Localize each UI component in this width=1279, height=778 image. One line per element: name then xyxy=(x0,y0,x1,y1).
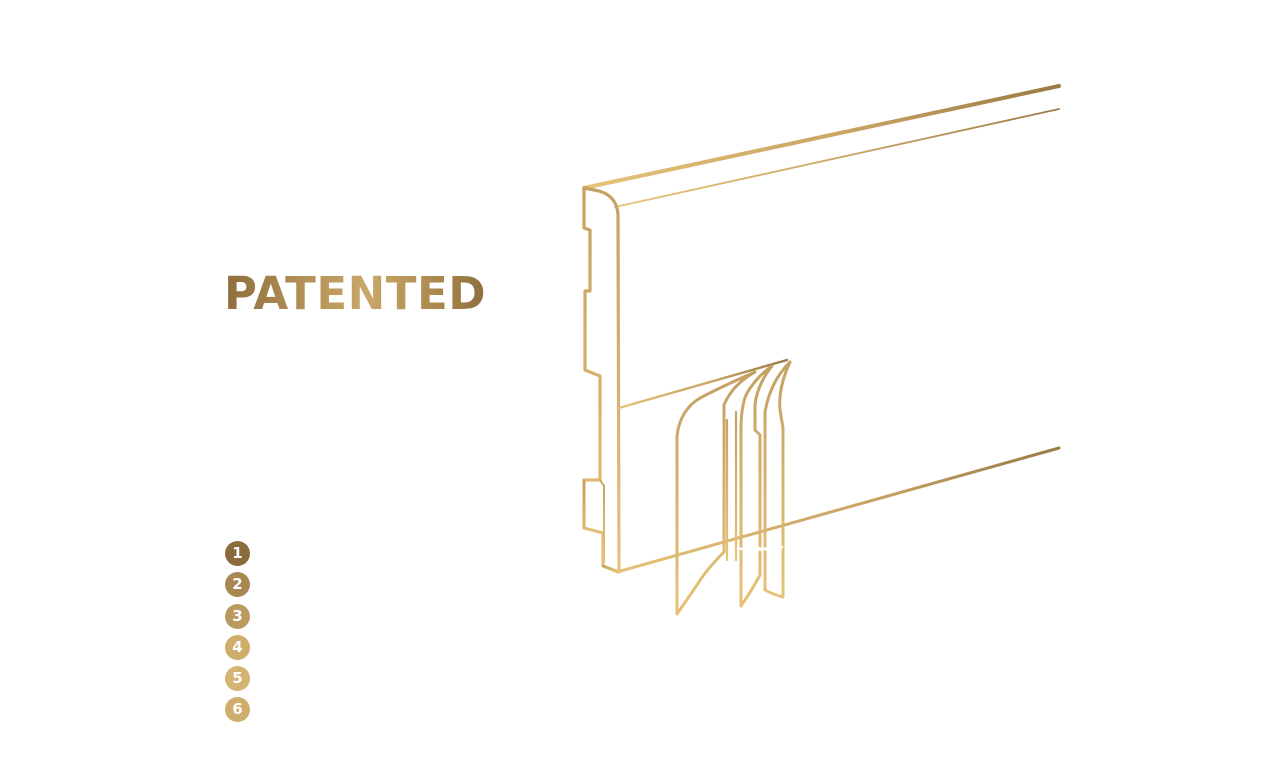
marker-3: 3 xyxy=(225,603,250,629)
board-profile-notch xyxy=(583,479,605,563)
board-top-edge xyxy=(582,84,1061,190)
board-face-split-line xyxy=(617,358,789,410)
marker-6: 6 xyxy=(225,697,250,723)
numbered-marker-list: 1 2 3 4 5 6 xyxy=(225,541,250,729)
marker-2: 2 xyxy=(225,572,250,598)
board-top-face-line xyxy=(614,108,1060,208)
peeling-layer-2-inner xyxy=(725,410,738,562)
peeling-layer-3 xyxy=(763,360,792,599)
board-profile-outline xyxy=(582,186,621,574)
page-title: PATENTED xyxy=(224,267,487,320)
board-profile-bottom xyxy=(601,564,619,574)
board-bottom-edge xyxy=(615,446,1061,574)
marker-5: 5 xyxy=(225,666,250,692)
marker-1: 1 xyxy=(225,541,250,566)
peeling-layer-1 xyxy=(675,370,757,616)
marker-4: 4 xyxy=(225,634,250,660)
layer-base-highlight xyxy=(736,545,784,552)
skirting-board-layers-icon xyxy=(582,84,1061,616)
peeling-layer-2 xyxy=(739,364,774,608)
